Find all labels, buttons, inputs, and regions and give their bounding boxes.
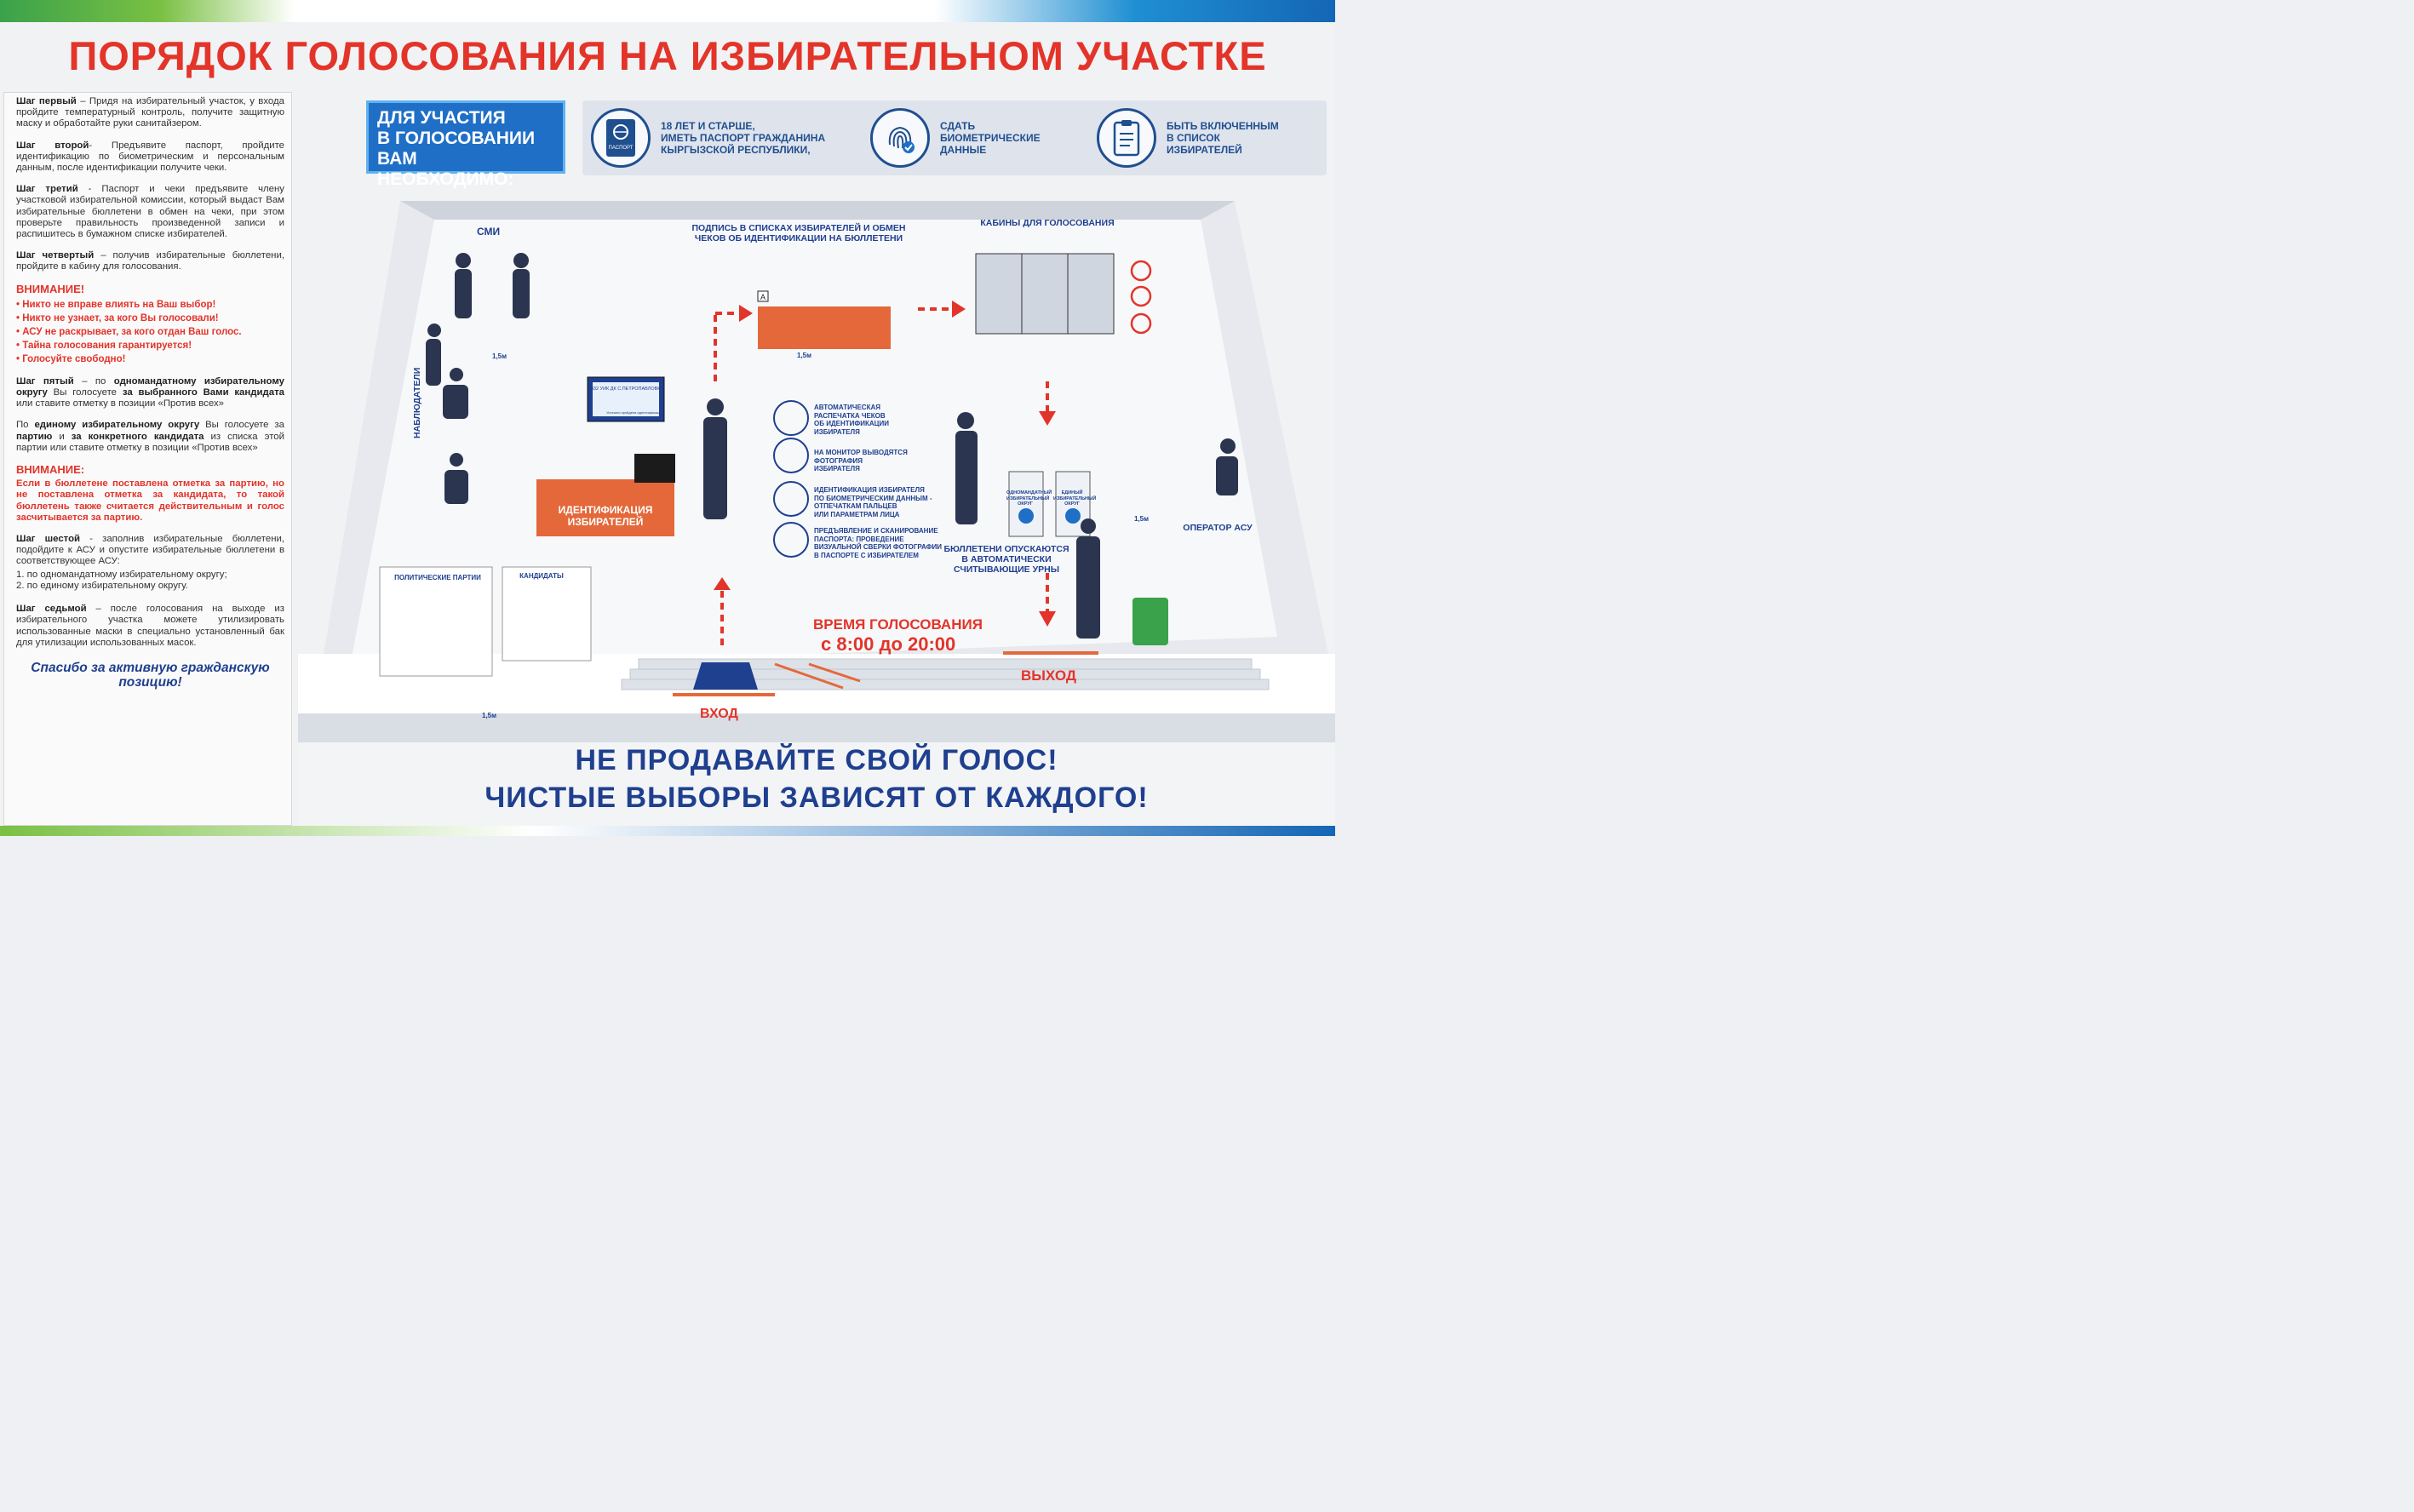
pc-monitor [634,454,675,483]
prohibition-icons [1130,260,1152,335]
entrance-mat [693,662,758,690]
monitor-header: 7332 УИК ДК С.ПЕТРОПАВЛОВКА [588,387,664,392]
voting-time-value: с 8:00 до 20:00 [821,633,956,655]
requirement-biometric: СДАТЬ БИОМЕТРИЧЕСКИЕ ДАННЫЕ [870,100,1041,175]
warning-item: • Голосуйте свободно! [16,353,126,364]
single-district: По единому избирательному округу Вы голо… [16,420,284,453]
step-2: Шаг второй- Предъявите паспорт, пройдите… [16,140,284,174]
letter-a: А [760,293,765,301]
exit-label: ВЫХОД [1021,667,1076,684]
observers-label: НАБЛЮДАТЕЛИ [412,367,422,438]
step-4: Шаг четвертый – получив избирательные бю… [16,250,285,272]
warning-2: ВНИМАНИЕ: Если в бюллетене поставлена от… [16,463,284,523]
warning-item: • АСУ не раскрывает, за кого отдан Ваш г… [16,326,242,337]
slogan-line-2: ЧИСТЫЕ ВЫБОРЫ ЗАВИСЯТ ОТ КАЖДОГО! [485,782,1149,814]
slogan-panel [298,742,1335,836]
booths-label: КАБИНЫ ДЛЯ ГОЛОСОВАНИЯ [980,218,1115,228]
signature-desk [758,306,891,349]
warning-1: ВНИМАНИЕ! • Никто не вправе влиять на Ва… [16,283,284,366]
svg-text:ПАСПОРТ: ПАСПОРТ [609,146,634,151]
distance-label: 1,5м [482,712,497,719]
step-6: Шаг шестой - заполнив избирательные бюлл… [16,534,285,567]
step-5: Шаг пятый – по одномандатному избиратель… [16,375,284,410]
recycle-bin [1132,598,1168,645]
clipboard-icon [1097,108,1156,168]
ramp [774,662,861,690]
signature-label: ПОДПИСЬ В СПИСКАХ ИЗБИРАТЕЛЕЙ И ОБМЕН ЧЕ… [691,223,906,243]
entrance-label: ВХОД [700,707,738,721]
exit-line [1003,651,1098,655]
distance-label: 1,5м [1134,515,1150,523]
monitor-sub: Успешно пройдена идентификация [606,410,662,415]
thanks-note: Спасибо за активную гражданскую позицию! [31,660,270,690]
id-desk [536,479,674,536]
voting-booths [975,253,1115,335]
foreground-wall [298,713,1335,744]
arrow-heads [714,301,1056,627]
step-1: Шаг первый – Придя на избирательный учас… [16,96,284,129]
distance-label: 1,5м [797,352,812,359]
step-3: Шаг третий - Паспорт и чеки предъявите ч… [16,184,285,240]
candidates-label: КАНДИДАТЫ [519,572,564,580]
top-decor-band [0,0,1335,22]
candidates-board [502,566,592,662]
process-step-icons [773,400,809,558]
warning-item: • Никто не узнает, за кого Вы голосовали… [16,312,219,324]
flow-arrows [714,307,1049,645]
requirement-passport: ПАСПОРТ 18 ЛЕТ И СТАРШЕ, ИМЕТЬ ПАСПОРТ Г… [591,100,825,175]
fingerprint-icon [870,108,930,168]
parties-board [379,566,493,677]
requirements-intro: ДЛЯ УЧАСТИЯ В ГОЛОСОВАНИИ ВАМ НЕОБХОДИМО… [366,100,565,189]
passport-icon: ПАСПОРТ [591,108,651,168]
warning-item: • Никто не вправе влиять на Ваш выбор! [16,299,216,310]
steps-sidebar: Шаг первый – Придя на избирательный учас… [3,92,292,826]
media-label: СМИ [477,226,501,238]
polling-hall-illustration: 7332 УИК ДК С.ПЕТРОПАВЛОВКА Успешно прой… [298,201,1335,744]
warning-item: • Тайна голосования гарантируется! [16,340,192,351]
ballot-urns [1008,471,1091,537]
slogan-line-1: НЕ ПРОДАВАЙТЕ СВОЙ ГОЛОС! [575,744,1058,776]
page-title: ПОРЯДОК ГОЛОСОВАНИЯ НА ИЗБИРАТЕЛЬНОМ УЧА… [68,33,1267,78]
step-6-item: 1. по одномандатному избирательному окру… [16,569,227,580]
voting-poster: ПОРЯДОК ГОЛОСОВАНИЯ НА ИЗБИРАТЕЛЬНОМ УЧА… [0,0,1335,836]
step-7: Шаг седьмой – после голосования на выход… [16,604,284,648]
requirements-strip: ПАСПОРТ 18 ЛЕТ И СТАРШЕ, ИМЕТЬ ПАСПОРТ Г… [582,100,1327,175]
bottom-decor-band [0,826,1335,836]
step-6-item: 2. по единому избирательному округу. [16,580,188,591]
requirement-voterlist: БЫТЬ ВКЛЮЧЕННЫМ В СПИСОК ИЗБИРАТЕЛЕЙ [1097,100,1279,175]
room-ceiling [400,201,1235,220]
operator-label: ОПЕРАТОР АСУ [1183,523,1253,533]
monitor-screen [593,382,659,416]
letter-a-box [757,290,769,302]
voting-time-heading: ВРЕМЯ ГОЛОСОВАНИЯ [813,616,983,633]
ballots-label: БЮЛЛЕТЕНИ ОПУСКАЮТСЯ В АВТОМАТИЧЕСКИ СЧИ… [943,544,1069,575]
entrance-line [673,693,775,696]
parties-label: ПОЛИТИЧЕСКИЕ ПАРТИИ [394,574,481,581]
identification-label: ИДЕНТИФИКАЦИЯ ИЗБИРАТЕЛЕЙ [558,504,653,528]
distance-label: 1,5м [492,352,507,360]
people-silhouettes [426,253,1238,639]
stairs [621,658,1270,690]
